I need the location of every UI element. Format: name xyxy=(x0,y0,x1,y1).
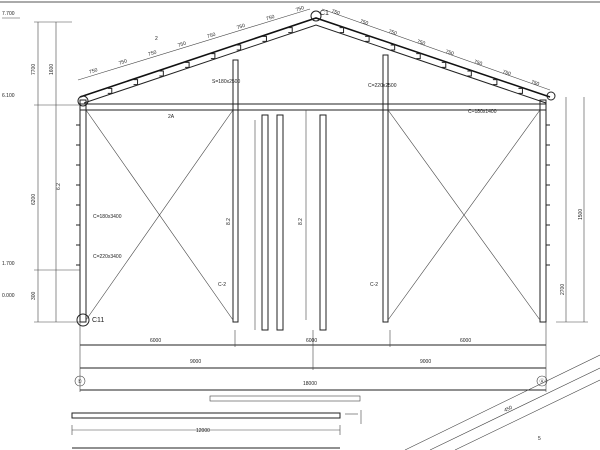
purlin xyxy=(365,35,370,42)
purlin-spacing-label: 750 xyxy=(502,69,512,77)
base-label: C11 xyxy=(92,317,104,324)
col-height-mid: 8.2 xyxy=(226,218,232,225)
base-joint-marker xyxy=(76,313,90,327)
col-height-left: 6.2 xyxy=(56,183,62,190)
dim-6000-1: 6000 xyxy=(150,338,161,344)
purlin-spacing-label: 750 xyxy=(236,23,246,31)
girts-left xyxy=(76,124,550,266)
brace-label-2: C=220x3400 xyxy=(93,254,122,260)
roof-mark: 2 xyxy=(155,36,158,42)
diag-dim: 450 xyxy=(503,405,513,414)
purlin xyxy=(262,35,267,42)
rafters xyxy=(77,8,551,104)
purlin xyxy=(492,79,498,86)
grid-label-left: ① xyxy=(78,379,83,385)
purlin-spacing-label: 750 xyxy=(118,58,128,66)
purlin xyxy=(159,70,164,77)
purlin xyxy=(339,27,345,34)
elev-base: 0.000 xyxy=(2,293,15,299)
purlin-spacing-label: 750 xyxy=(295,5,305,13)
purlin-spacing-label: 750 xyxy=(148,49,158,57)
dim-6000-2: 6000 xyxy=(306,338,317,344)
purlin-spacing-label: 750 xyxy=(177,41,187,49)
purlin xyxy=(236,44,242,51)
purlin xyxy=(210,53,216,60)
purlin xyxy=(390,44,396,51)
purlin-spacing-label: 750 xyxy=(359,18,369,26)
purlin xyxy=(288,27,293,34)
purlin-spacing-label: 750 xyxy=(445,49,455,57)
section-mark: 5 xyxy=(538,436,541,442)
eave-beam-label: C=180x1400 xyxy=(468,109,497,115)
x-bracing xyxy=(85,109,541,321)
dim-6000-3: 6000 xyxy=(460,338,471,344)
dim-total: 7700 xyxy=(31,64,37,75)
dim-column: 6200 xyxy=(31,194,37,205)
ridge-joint-marker xyxy=(310,10,322,22)
purlin-spacing-label: 750 xyxy=(416,39,426,47)
purlin xyxy=(416,53,421,60)
dim-lower: 300 xyxy=(31,291,37,300)
left-rafter-label: S=180x2500 xyxy=(212,79,240,85)
grid-label-right: Ⓐ xyxy=(540,378,545,385)
brace-label-1: C=180x3400 xyxy=(93,214,122,220)
elev-eave: 6.100 xyxy=(2,93,15,99)
purlin-spacing-label: 750 xyxy=(331,8,341,16)
beam-tag: 2A xyxy=(168,114,175,120)
purlin xyxy=(441,61,447,68)
purlin xyxy=(133,79,139,86)
right-dim-d: 2700 xyxy=(560,284,566,295)
elev-top: 7.700 xyxy=(2,11,15,17)
right-eave-marker xyxy=(546,91,556,101)
purlins xyxy=(107,27,523,94)
purlin xyxy=(107,87,113,94)
col-height-mid-2: 8.2 xyxy=(298,218,304,225)
purlin-spacing-labels: 750 750 750 750 750 750 750 750 750 750 750 750 750 7… xyxy=(89,5,541,88)
elev-mid: 1.700 xyxy=(2,261,15,267)
mid-tag-left: C-2 xyxy=(218,282,226,288)
member-details xyxy=(71,395,362,449)
ridge-label: C1 xyxy=(320,10,329,17)
dim-upper: 1600 xyxy=(49,64,55,75)
purlin xyxy=(518,87,523,94)
purlin-spacing-label: 750 xyxy=(388,29,398,37)
right-rafter-label: C=220x2500 xyxy=(368,83,397,89)
purlin-spacing-label: 750 xyxy=(207,32,217,40)
mid-tag-right: C-2 xyxy=(370,282,378,288)
purlin-spacing-label: 750 xyxy=(89,67,99,75)
left-dimensions xyxy=(2,17,80,323)
purlin xyxy=(467,70,472,77)
purlin-spacing-label: 750 xyxy=(266,14,276,22)
bottom-dimensions xyxy=(79,322,547,392)
purlin xyxy=(185,61,190,68)
right-dim-c: 1500 xyxy=(578,209,584,220)
right-dimensions xyxy=(556,97,588,323)
dim-9000-1: 9000 xyxy=(190,359,201,365)
diagonal-section xyxy=(404,354,600,450)
eave-joint-marker xyxy=(77,95,89,107)
dim-18000: 18000 xyxy=(303,381,317,387)
purlin-spacing-label: 750 xyxy=(473,59,483,67)
columns xyxy=(79,54,547,331)
grid-marker-left xyxy=(74,375,86,387)
eave-beam xyxy=(80,103,546,111)
purlin-spacing-label: 750 xyxy=(530,79,540,87)
bar-length: 12000 xyxy=(196,428,210,434)
dim-9000-2: 9000 xyxy=(420,359,431,365)
